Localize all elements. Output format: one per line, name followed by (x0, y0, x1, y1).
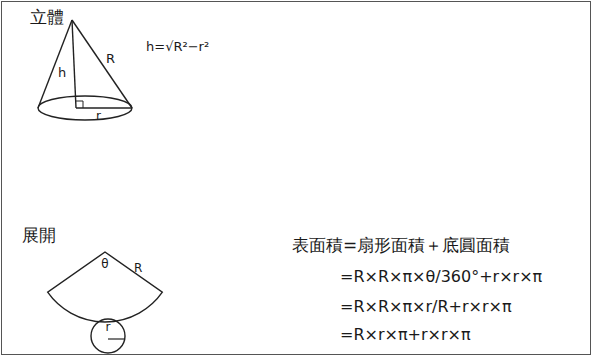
formula-line: 表面積=扇形面積＋底圓面積 (292, 236, 510, 255)
circle-outline (91, 319, 125, 353)
section-heading: 展開 (22, 226, 56, 245)
dimension-label: r (96, 110, 101, 123)
base-circle: r (90, 318, 126, 354)
formula-line: =R×r×π+r×r×π (340, 326, 471, 344)
dimension-label: h (58, 66, 66, 80)
radius-line (108, 338, 125, 339)
angle-label: θ (101, 258, 108, 271)
dimension-label: R (106, 52, 115, 66)
dimension-label: h=√R²−r² (146, 40, 209, 54)
radius-label: r (106, 321, 111, 334)
sector-shape: θ (38, 250, 172, 324)
sector-outline (48, 252, 163, 322)
section-heading: 立體 (30, 8, 64, 27)
cone-figure (38, 20, 132, 120)
formula-line: =R×R×π×θ/360°+r×r×π (340, 268, 542, 286)
formula-line: =R×R×π×r/R+r×r×π (340, 298, 512, 316)
